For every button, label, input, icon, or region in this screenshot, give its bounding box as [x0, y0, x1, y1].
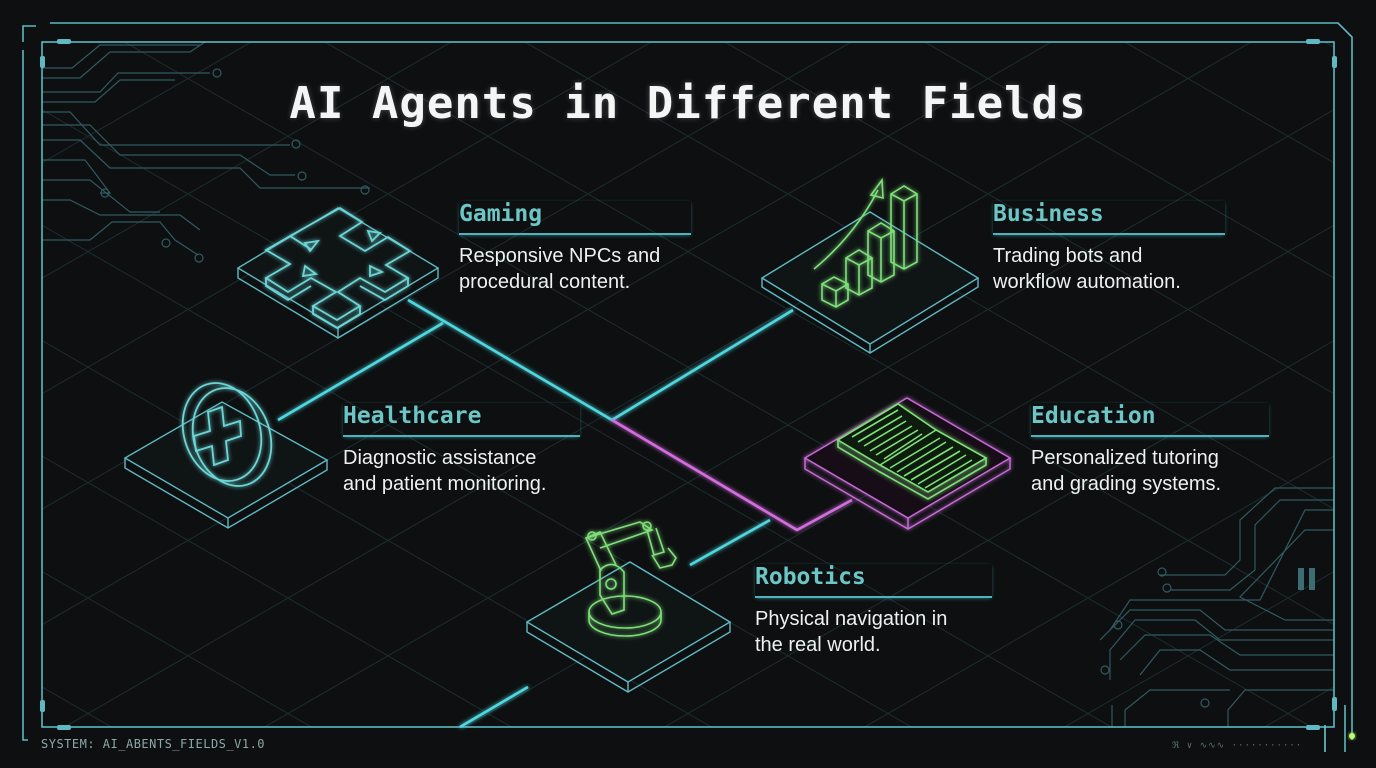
circuit-traces-top-left: [42, 41, 370, 263]
field-description: Diagnostic assistance and patient monito…: [343, 447, 547, 495]
field-card-education: Education Personalized tutoring and grad…: [1031, 403, 1269, 497]
field-description: Trading bots and workflow automation.: [993, 245, 1181, 293]
field-card-robotics: Robotics Physical navigation in the real…: [755, 564, 992, 658]
status-led-icon: [1349, 733, 1355, 739]
field-card-business: Business Trading bots and workflow autom…: [993, 201, 1225, 295]
healthcare-platform: [123, 401, 329, 529]
page-title: AI Agents in Different Fields: [289, 78, 1087, 129]
field-card-gaming: Gaming Responsive NPCs and procedural co…: [459, 201, 691, 295]
field-heading: Business: [993, 201, 1225, 235]
field-description: Personalized tutoring and grading system…: [1031, 447, 1222, 495]
rising-bar-chart-icon: [813, 177, 918, 308]
field-heading: Gaming: [459, 201, 691, 235]
robotics-platform: [525, 561, 732, 693]
footer-corner-noise: ℜ ∨ ∿∿∿ ···········: [1172, 741, 1303, 751]
field-description: Physical navigation in the real world.: [755, 608, 948, 656]
open-book-icon: [836, 403, 988, 500]
robot-arm-icon: [584, 521, 677, 637]
frame-connectors: [40, 39, 1337, 730]
hud-frame: [22, 22, 1353, 752]
gamepad-dpad-icon: [264, 206, 412, 330]
connector-lines-cyan: [277, 298, 794, 729]
business-platform: [760, 211, 980, 354]
connector-line-magenta: [611, 418, 853, 532]
field-card-healthcare: Healthcare Diagnostic assistance and pat…: [343, 403, 580, 497]
field-heading: Education: [1031, 403, 1269, 437]
medical-cross-icon: [181, 382, 273, 487]
circuit-traces-bottom-right: [1099, 487, 1334, 727]
system-label: SYSTEM: AI_ABENTS_FIELDS_V1.0: [41, 737, 266, 751]
field-heading: Healthcare: [343, 403, 580, 437]
pause-marker-icon: [1298, 568, 1315, 590]
field-description: Responsive NPCs and procedural content.: [459, 245, 661, 293]
field-heading: Robotics: [755, 564, 992, 598]
